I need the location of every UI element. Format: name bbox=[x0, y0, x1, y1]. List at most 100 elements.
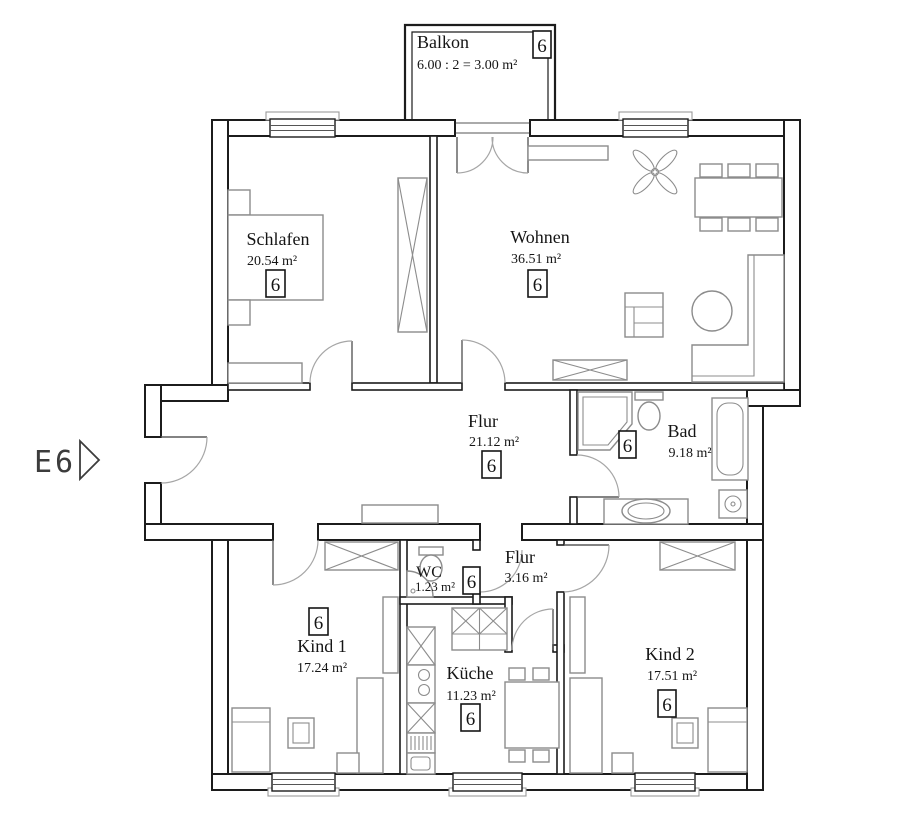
sideboard bbox=[527, 145, 609, 161]
room-area: 6.00 : 2 = 3.00 m² bbox=[417, 58, 517, 73]
wc-toilet bbox=[418, 546, 444, 582]
chair bbox=[287, 717, 315, 749]
room-area: 11.23 m² bbox=[446, 689, 496, 704]
side-table bbox=[336, 752, 360, 774]
kueche-door bbox=[511, 608, 554, 651]
room-label-flur2: Flur 3.16 m² bbox=[504, 547, 547, 586]
kind2-door bbox=[563, 544, 610, 593]
unit-number: 6 bbox=[466, 709, 476, 730]
room-area: 3.16 m² bbox=[504, 571, 547, 586]
kind1-window bbox=[267, 772, 340, 797]
wardrobe bbox=[659, 541, 736, 571]
kueche-window bbox=[448, 772, 527, 797]
unit-number: 6 bbox=[487, 456, 497, 477]
side-table bbox=[611, 752, 634, 774]
desk bbox=[569, 677, 603, 774]
wc-fixtures bbox=[406, 546, 444, 598]
unit-number-badge bbox=[618, 430, 637, 459]
toilet bbox=[634, 391, 664, 431]
room-area: 17.24 m² bbox=[297, 661, 347, 676]
shelf bbox=[569, 596, 586, 674]
unit-number: 6 bbox=[533, 275, 543, 296]
room-area: 21.12 m² bbox=[469, 435, 519, 450]
unit-number-badge bbox=[265, 269, 286, 298]
wc-door bbox=[479, 549, 523, 593]
room-name: Schlafen bbox=[247, 229, 310, 249]
balcony-door bbox=[454, 119, 531, 174]
schlafen-door bbox=[309, 340, 353, 384]
room-label-schlafen: Schlafen 20.54 m² 6 bbox=[247, 229, 310, 298]
room-label-kind2: Kind 2 17.51 m² 6 bbox=[645, 644, 697, 718]
room-label-kind1: 6 Kind 1 17.24 m² bbox=[297, 607, 347, 676]
windows bbox=[265, 111, 700, 797]
kind2-window bbox=[630, 772, 700, 797]
unit-number-badge bbox=[462, 566, 481, 595]
unit-number: 6 bbox=[662, 695, 672, 716]
entrance-marker: E6 bbox=[34, 438, 101, 482]
unit-number-badge bbox=[532, 30, 552, 59]
chair bbox=[671, 717, 699, 749]
bathtub bbox=[711, 397, 749, 481]
wohnen-door bbox=[461, 339, 506, 384]
unit-number-badge bbox=[460, 703, 481, 732]
desk bbox=[356, 677, 384, 774]
room-name: Flur bbox=[468, 411, 498, 431]
upper-cabinets bbox=[451, 607, 508, 651]
room-area: 1.23 m² bbox=[415, 579, 455, 594]
bed bbox=[231, 707, 271, 773]
room-label-flur: Flur 21.12 m² 6 bbox=[468, 411, 519, 479]
nightstand bbox=[227, 299, 251, 326]
kind1-furniture bbox=[231, 541, 399, 774]
room-name: Kind 2 bbox=[645, 644, 695, 664]
bench bbox=[227, 362, 303, 384]
plant-icon bbox=[632, 149, 678, 195]
entrance-door bbox=[160, 436, 208, 484]
room-label-kueche: Küche 11.23 m² 6 bbox=[446, 663, 496, 732]
coffee-table bbox=[552, 359, 628, 381]
wohnen-window bbox=[618, 111, 693, 138]
unit-number: 6 bbox=[271, 275, 281, 296]
room-label-balkon: Balkon 6.00 : 2 = 3.00 m² 6 bbox=[417, 30, 552, 73]
schlafen-window bbox=[265, 111, 340, 138]
kind1-door bbox=[272, 539, 319, 586]
schlafen-furniture bbox=[227, 177, 428, 384]
room-label-bad: Bad 9.18 m² 6 bbox=[618, 421, 712, 461]
corner-sofa bbox=[691, 254, 785, 383]
unit-number: 6 bbox=[467, 572, 477, 593]
room-name: Kind 1 bbox=[297, 636, 347, 656]
bad-fixtures bbox=[577, 391, 749, 525]
unit-entrance-label: E6 bbox=[34, 445, 76, 480]
unit-number: 6 bbox=[623, 436, 633, 457]
unit-number: 6 bbox=[314, 613, 324, 634]
tv-board bbox=[624, 292, 664, 338]
kitchen-table-set bbox=[504, 667, 560, 763]
nightstand bbox=[227, 189, 251, 216]
room-name: WC bbox=[416, 564, 442, 581]
room-name: Wohnen bbox=[510, 227, 570, 247]
room-name: Balkon bbox=[417, 32, 469, 52]
washing-machine bbox=[718, 489, 748, 519]
bathroom-sink bbox=[603, 498, 689, 525]
shelf bbox=[382, 596, 399, 674]
room-name: Bad bbox=[668, 421, 697, 441]
unit-number-badge bbox=[308, 607, 329, 636]
room-label-wc: WC 1.23 m² 6 bbox=[415, 564, 481, 595]
hall-cabinet bbox=[361, 504, 439, 524]
round-table bbox=[691, 290, 733, 332]
wohnen-furniture bbox=[527, 145, 785, 383]
unit-number-badge bbox=[527, 269, 548, 298]
bad-door bbox=[576, 454, 620, 498]
dining-table-set bbox=[694, 163, 783, 232]
kind2-furniture bbox=[569, 541, 748, 774]
unit-number-badge bbox=[481, 450, 502, 479]
kueche-furniture bbox=[406, 607, 560, 775]
entrance-arrow-icon bbox=[79, 438, 101, 482]
room-area: 9.18 m² bbox=[668, 446, 711, 461]
kitchen-counter bbox=[406, 626, 436, 775]
room-label-wohnen: Wohnen 36.51 m² 6 bbox=[510, 227, 570, 298]
room-area: 17.51 m² bbox=[647, 669, 697, 684]
corner-sink bbox=[406, 570, 434, 598]
room-name: Flur bbox=[505, 547, 535, 567]
